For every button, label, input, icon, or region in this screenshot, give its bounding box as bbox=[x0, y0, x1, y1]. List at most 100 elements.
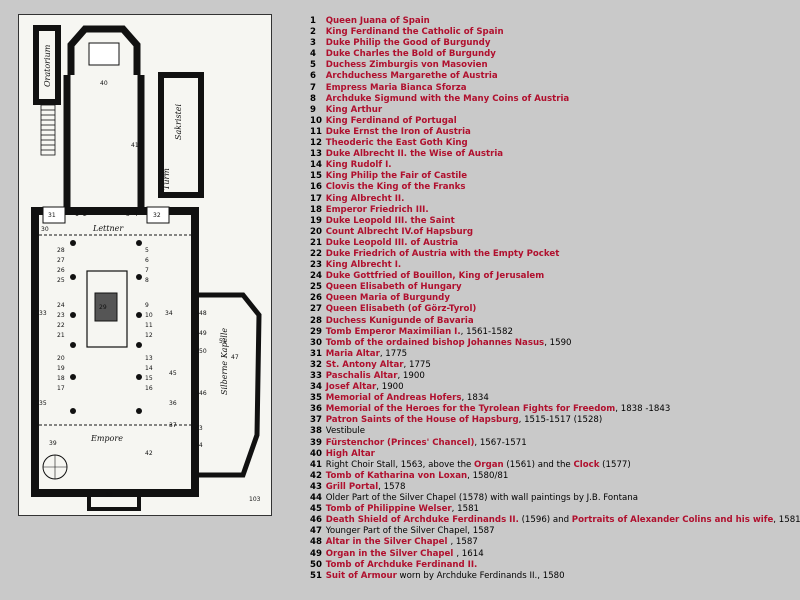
plan-number-34: 34 bbox=[165, 310, 173, 317]
legend-link[interactable]: King Rudolf I. bbox=[325, 160, 392, 171]
legend-text: Older Part of the Silver Chapel (1578) w… bbox=[325, 493, 638, 504]
apse-wall bbox=[67, 25, 141, 75]
plan-number-3: 3 bbox=[126, 211, 130, 218]
legend-link[interactable]: Emperor Friedrich III. bbox=[325, 204, 429, 215]
legend-link[interactable]: King Ferdinand of Portugal bbox=[325, 115, 457, 126]
legend-link[interactable]: Altar in the Silver Chapel bbox=[325, 537, 451, 548]
plan-number-47: 47 bbox=[231, 354, 239, 361]
legend-link[interactable]: King Albrecht II. bbox=[325, 193, 405, 204]
legend-link[interactable]: Archduchess Margarethe of Austria bbox=[325, 71, 498, 82]
plan-number-6: 6 bbox=[145, 257, 149, 264]
legend-item: 29 Tomb Emperor Maximilian I., 1561-1582 bbox=[310, 327, 798, 338]
legend-link[interactable]: Archduke Sigmund with the Many Coins of … bbox=[325, 93, 570, 104]
legend-text: Vestibule bbox=[325, 426, 366, 437]
legend-link[interactable]: Memorial of the Heroes for the Tyrolean … bbox=[325, 404, 616, 415]
legend-link[interactable]: King Philip the Fair of Castile bbox=[325, 171, 468, 182]
legend-link[interactable]: Josef Altar bbox=[325, 382, 377, 393]
legend-link[interactable]: Tomb of Philippine Welser bbox=[325, 504, 452, 515]
legend-text: , 1775 bbox=[379, 348, 408, 359]
plan-number-9: 9 bbox=[145, 302, 149, 309]
legend-link[interactable]: Duchess Zimburgis von Masovien bbox=[325, 60, 488, 71]
tomb-maximilian-outline bbox=[86, 270, 128, 348]
legend-link[interactable]: Duke Friedrich of Austria with the Empty… bbox=[325, 248, 560, 259]
legend-link[interactable]: Memorial of Andreas Hofers bbox=[325, 393, 462, 404]
legend-item: 19 Duke Leopold III. the Saint bbox=[310, 216, 798, 227]
legend-link[interactable]: King Albrecht I. bbox=[325, 260, 402, 271]
legend-number: 16 bbox=[310, 182, 322, 193]
legend-link[interactable]: King Arthur bbox=[325, 104, 383, 115]
legend-link[interactable]: Duke Philip the Good of Burgundy bbox=[325, 38, 491, 49]
plan-number-11: 11 bbox=[145, 322, 153, 329]
plan-number-28: 28 bbox=[57, 247, 65, 254]
legend-item: 3 Duke Philip the Good of Burgundy bbox=[310, 38, 798, 49]
legend-link[interactable]: Fürstenchor (Princes' Chancel) bbox=[325, 437, 475, 448]
plan-number-14: 14 bbox=[145, 365, 153, 372]
legend-link[interactable]: Queen Elisabeth of Hungary bbox=[325, 282, 462, 293]
legend-link[interactable]: King Ferdinand the Catholic of Spain bbox=[325, 27, 504, 38]
legend-link[interactable]: Duke Leopold III. the Saint bbox=[325, 215, 455, 226]
legend-link[interactable]: Count Albrecht IV.of Hapsburg bbox=[325, 226, 473, 237]
legend-number: 50 bbox=[310, 559, 322, 570]
legend-number: 20 bbox=[310, 226, 322, 237]
legend-link[interactable]: Tomb Emperor Maximilian I. bbox=[325, 326, 461, 337]
legend-item: 42 Tomb of Katharina von Loxan, 1580/81 bbox=[310, 471, 798, 482]
legend-item: 46 Death Shield of Archduke Ferdinands I… bbox=[310, 515, 800, 526]
legend-link[interactable]: Theoderic the East Goth King bbox=[325, 138, 468, 149]
legend-number: 46 bbox=[310, 515, 322, 526]
legend-item: 12 Theoderic the East Goth King bbox=[310, 138, 798, 149]
legend-link[interactable]: Maria Altar bbox=[325, 348, 380, 359]
legend-link[interactable]: Grill Portal bbox=[325, 481, 379, 492]
plan-number-44: 44 bbox=[195, 442, 203, 449]
legend-link[interactable]: Tomb of the ordained bishop Johannes Nas… bbox=[325, 337, 545, 348]
legend-link[interactable]: Duke Ernst the Iron of Austria bbox=[325, 126, 471, 137]
tomb-maximilian bbox=[94, 292, 118, 322]
legend-link[interactable]: Paschalis Altar bbox=[325, 371, 398, 381]
legend-link[interactable]: Duchess Kunigunde of Bavaria bbox=[325, 315, 474, 326]
legend-link[interactable]: Organ in the Silver Chapel bbox=[325, 548, 457, 559]
legend-number: 6 bbox=[310, 71, 316, 82]
legend-link[interactable]: Portraits of Alexander Colins and his wi… bbox=[571, 515, 774, 526]
legend-item: 5 Duchess Zimburgis von Masovien bbox=[310, 60, 798, 71]
plan-number-1: 1 bbox=[75, 211, 79, 218]
legend-link[interactable]: Queen Elisabeth (of Görz-Tyrol) bbox=[325, 304, 477, 315]
legend-link[interactable]: Suit of Armour bbox=[325, 570, 397, 581]
legend-link[interactable]: Death Shield of Archduke Ferdinands II. bbox=[325, 515, 519, 526]
plan-number-13: 13 bbox=[145, 355, 153, 362]
legend-link[interactable]: Tomb of Katharina von Loxan bbox=[325, 470, 468, 481]
stairs bbox=[40, 104, 56, 156]
legend-number: 37 bbox=[310, 415, 322, 426]
legend-link[interactable]: Duke Charles the Bold of Burgundy bbox=[325, 49, 496, 60]
legend-link[interactable]: Clock bbox=[573, 459, 600, 470]
plan-number-10: 10 bbox=[145, 312, 153, 319]
legend-text: Right Choir Stall, 1563, above the bbox=[325, 459, 475, 470]
legend-link[interactable]: Duke Leopold III. of Austria bbox=[325, 237, 459, 248]
legend-link[interactable]: Duke Albrecht II. the Wise of Austria bbox=[325, 149, 504, 160]
legend-item: 36 Memorial of the Heroes for the Tyrole… bbox=[310, 404, 798, 415]
legend-number: 13 bbox=[310, 149, 322, 160]
legend-link[interactable]: Queen Maria of Burgundy bbox=[325, 293, 450, 304]
legend-number: 28 bbox=[310, 315, 322, 326]
legend-link[interactable]: Empress Maria Bianca Sforza bbox=[325, 82, 467, 93]
legend-link[interactable]: Queen Juana of Spain bbox=[325, 16, 430, 26]
plan-number-16: 16 bbox=[145, 385, 153, 392]
legend-number: 44 bbox=[310, 493, 322, 504]
legend-number: 21 bbox=[310, 237, 322, 248]
plan-number-32: 32 bbox=[153, 212, 161, 219]
legend-number: 30 bbox=[310, 337, 322, 348]
legend-item: 28 Duchess Kunigunde of Bavaria bbox=[310, 316, 798, 327]
page-number: 103 bbox=[249, 496, 261, 503]
legend-item: 8 Archduke Sigmund with the Many Coins o… bbox=[310, 94, 798, 105]
legend-link[interactable]: Organ bbox=[474, 459, 504, 470]
legend-number: 4 bbox=[310, 49, 316, 60]
legend-link[interactable]: Duke Gottfried of Bouillon, King of Jeru… bbox=[325, 271, 545, 282]
legend-link[interactable]: St. Antony Altar bbox=[325, 359, 404, 370]
legend-link[interactable]: Patron Saints of the House of Hapsburg bbox=[325, 415, 519, 426]
plan-number-41: 41 bbox=[131, 142, 139, 149]
legend-number: 19 bbox=[310, 215, 322, 226]
legend-link[interactable]: High Altar bbox=[325, 448, 375, 459]
legend-number: 5 bbox=[310, 60, 316, 71]
plan-number-19: 19 bbox=[57, 365, 65, 372]
legend-link[interactable]: Clovis the King of the Franks bbox=[325, 182, 466, 193]
legend-link[interactable]: Tomb of Archduke Ferdinand II. bbox=[325, 559, 478, 570]
